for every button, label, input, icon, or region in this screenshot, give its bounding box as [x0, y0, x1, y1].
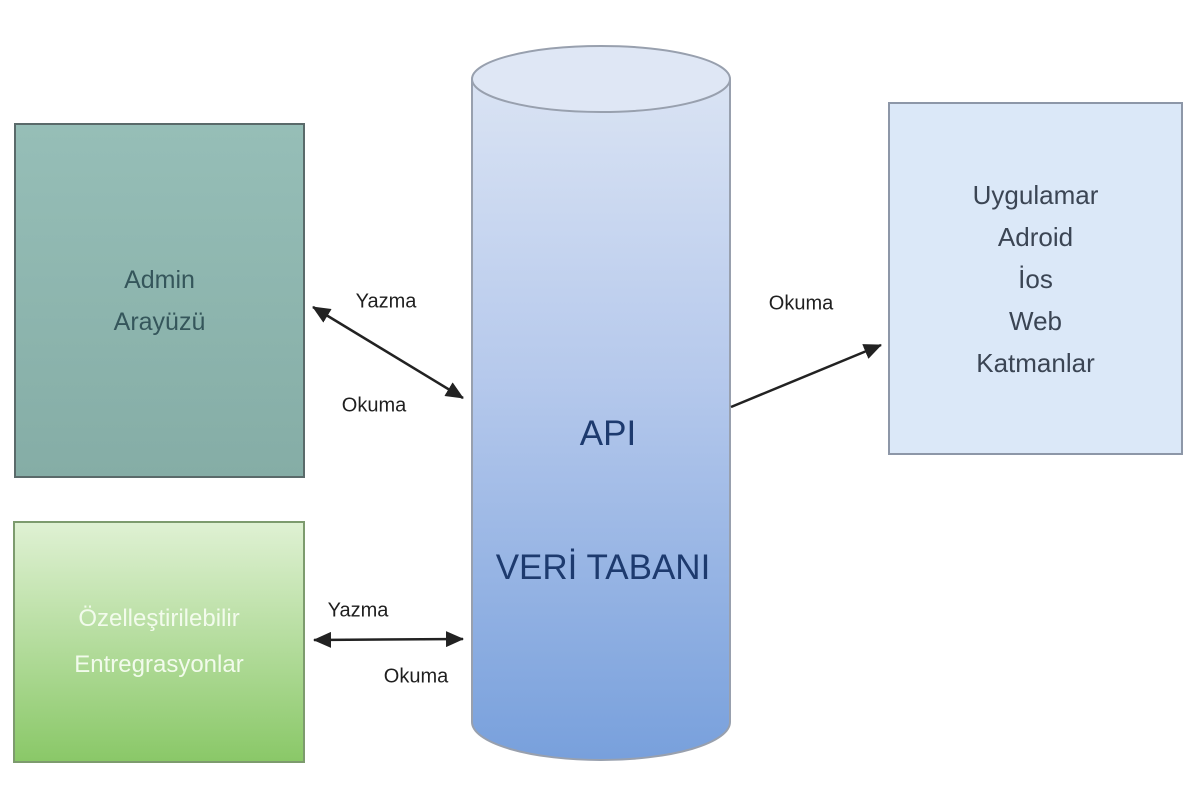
label-okuma-admin-database: Okuma: [341, 394, 407, 417]
admin-label-line2: Arayüzü: [113, 307, 206, 336]
admin-box: Admin Arayüzü: [14, 123, 305, 478]
api-label: API: [579, 414, 637, 453]
database-cylinder-body: [471, 79, 731, 761]
integrations-label-line1: Özelleştirilebilir: [78, 605, 240, 632]
label-yazma-admin-database: Yazma: [355, 290, 417, 313]
veritabani-label: VERİ TABANI: [495, 548, 711, 587]
integrations-box: Özelleştirilebilir Entregrasyonlar: [13, 521, 305, 763]
admin-label-line1: Admin: [124, 265, 195, 294]
label-okuma-database-apps: Okuma: [768, 292, 834, 315]
label-okuma-integrations-database: Okuma: [383, 665, 449, 688]
integrations-label-line2: Entregrasyonlar: [74, 651, 244, 678]
arrow-database-apps: [730, 343, 882, 409]
apps-box: Uygulamar Adroid İos Web Katmanlar: [888, 102, 1183, 455]
apps-label-line3: İos: [1018, 263, 1053, 294]
arrow-integrations-database: [313, 631, 464, 648]
apps-label-line4: Web: [1009, 305, 1062, 336]
arrow-admin-database: [312, 305, 464, 400]
label-yazma-integrations-database: Yazma: [327, 599, 389, 622]
apps-label-line2: Adroid: [997, 221, 1074, 252]
apps-label-line5: Katmanlar: [976, 347, 1095, 378]
database-cylinder-top: [471, 45, 731, 113]
apps-label-line1: Uygulamar: [972, 179, 1099, 210]
